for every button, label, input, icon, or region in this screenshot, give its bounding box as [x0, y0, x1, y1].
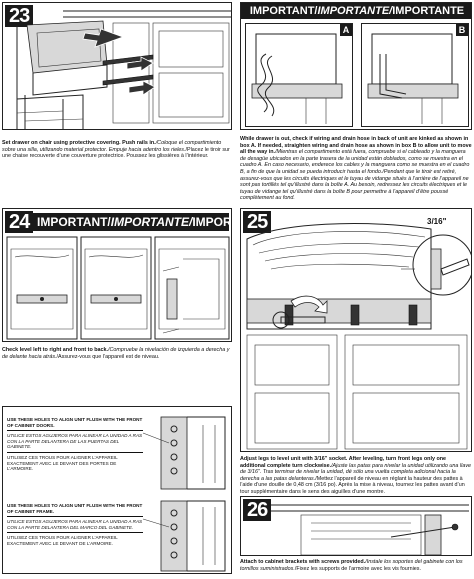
step-23-caption: Set drawer on chair using protective cov… — [2, 140, 230, 160]
step-26-illustration: 26 — [240, 496, 472, 556]
step-26-caption-es: /Instale los soportes del gabinete con l… — [240, 559, 463, 572]
step-23-illustration: 23 — [2, 2, 232, 130]
step-24-number: 24 — [5, 211, 34, 233]
straightened-wiring-drawing — [367, 33, 459, 124]
step-25-number: 25 — [243, 211, 272, 233]
step-24-caption: Check level left to right and front to b… — [2, 347, 230, 360]
step-26-caption: Attach to cabinet brackets with screws p… — [240, 559, 472, 572]
frame-holes-note-en: USE THESE HOLES TO ALIGN UNIT FLUSH WITH… — [7, 503, 143, 514]
step-24-banner: IMPORTANT/IMPORTANTE/IMPORTANTE — [31, 213, 232, 231]
socket-size-label: 3/16" — [427, 217, 447, 226]
important-banner-en: IMPORTANT/ — [249, 5, 318, 17]
step-25-caption-fr: /Mettez l’appareil de niveau en réglant … — [240, 475, 465, 495]
important-wiring-illustration: IMPORTANT/IMPORTANTE/IMPORTANTE A B — [240, 2, 472, 130]
step-26-caption-en: Attach to cabinet brackets with screws p… — [240, 559, 366, 565]
bracket-holes-drawing — [142, 416, 226, 572]
doors-holes-note: USE THESE HOLES TO ALIGN UNIT FLUSH WITH… — [7, 417, 143, 472]
level-check-drawing — [6, 236, 230, 340]
frame-holes-note-es: UTILICE ESTOS AGUJEROS PARA ALINEAR LA U… — [7, 519, 143, 530]
important-caption: While drawer is out, check if wiring and… — [240, 136, 472, 202]
box-a-frame: A — [245, 23, 353, 127]
important-banner-es: IMPORTANTE/ — [317, 5, 393, 17]
doors-holes-note-fr: UTILISEZ CES TROUS POUR ALIGNER L’APPARE… — [7, 454, 118, 472]
doors-note-divider-2 — [7, 451, 143, 453]
important-caption-fr: /Pendant que le tiroir est retiré, assur… — [240, 168, 469, 202]
step-26-number: 26 — [243, 499, 272, 521]
leveling-legs-drawing — [246, 223, 471, 450]
doors-holes-note-en: USE THESE HOLES TO ALIGN UNIT FLUSH WITH… — [7, 417, 143, 428]
step-25-illustration: 25 3/16" — [240, 208, 472, 452]
step-24-banner-en: IMPORTANT/ — [37, 215, 111, 229]
step-24-caption-es: /Compruebe la nivelación de izquierda a … — [2, 347, 230, 360]
box-b-label: B — [456, 24, 468, 36]
important-banner: IMPORTANT/IMPORTANTE/IMPORTANTE — [241, 3, 471, 19]
step-24-caption-fr: /Assurez-vous que l’appareil est de nive… — [56, 353, 160, 360]
box-b-frame: B — [361, 23, 469, 127]
frame-note-divider-2 — [7, 532, 143, 534]
step-24-banner-es: IMPORTANTE/ — [110, 215, 193, 229]
doors-holes-note-es: UTILICE ESTOS AGUJEROS PARA ALINEAR LA U… — [7, 433, 143, 450]
step-23-number: 23 — [5, 5, 34, 27]
frame-holes-note: USE THESE HOLES TO ALIGN UNIT FLUSH WITH… — [7, 503, 143, 547]
alignment-holes-illustration: USE THESE HOLES TO ALIGN UNIT FLUSH WITH… — [2, 406, 232, 574]
step-25-caption-en: Adjust legs to level unit with 3/16" soc… — [240, 456, 447, 469]
step-26-caption-fr: /Fixez les supports de l’armoire avec le… — [294, 565, 421, 572]
step-24-banner-fr: IMPORTANTE — [192, 215, 232, 229]
kinked-wiring-drawing — [251, 33, 343, 124]
important-banner-fr: IMPORTANTE — [392, 5, 465, 17]
frame-note-divider — [7, 516, 143, 518]
step-23-caption-en: Set drawer on chair using protective cov… — [2, 140, 156, 146]
step-23-caption-fr: /Placez le tiroir sur une chaise recouve… — [2, 146, 230, 160]
frame-holes-note-fr: UTILISEZ CES TROUS POUR ALIGNER L’APPARE… — [7, 535, 118, 546]
step-25-caption-es: /Ajuste las patas para nivelar la unidad… — [240, 462, 472, 482]
step-23-caption-es: /Coloque el compartimiento sobre una sil… — [2, 140, 222, 153]
important-caption-en: While drawer is out, check if wiring and… — [240, 136, 472, 156]
step-24-illustration: 24 IMPORTANT/IMPORTANTE/IMPORTANTE — [2, 208, 232, 342]
doors-note-divider — [7, 430, 143, 432]
important-caption-es: /Mientras el compartimento está fuera, c… — [240, 149, 470, 175]
step-24-caption-en: Check level left to right and front to b… — [2, 347, 109, 353]
drawer-on-chair-drawing — [16, 10, 231, 129]
box-a-label: A — [340, 24, 352, 36]
attach-brackets-drawing — [271, 504, 469, 555]
step-25-caption: Adjust legs to level unit with 3/16" soc… — [240, 456, 472, 496]
